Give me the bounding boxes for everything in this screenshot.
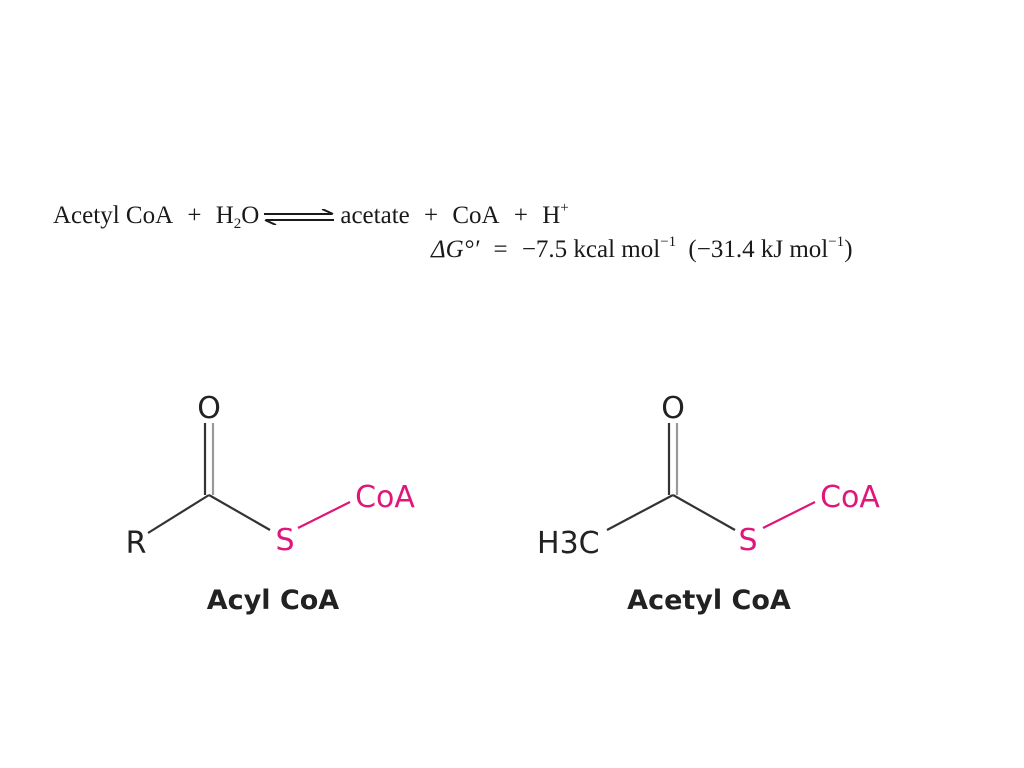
acetyl-coa-structure: O H3C S CoA xyxy=(535,385,895,565)
sulfur-label: S xyxy=(275,523,294,558)
equilibrium-arrow-icon xyxy=(264,208,335,227)
r-group-label: R xyxy=(126,526,147,561)
delta-g-kj: (−31.4 kJ mol−1) xyxy=(688,234,853,263)
acetyl-coa-caption: Acetyl CoA xyxy=(627,585,791,616)
acyl-coa-skeleton: O R S CoA xyxy=(126,391,416,561)
equation-line-2: ΔG°′ = −7.5 kcal mol−1 (−31.4 kJ mol−1) xyxy=(431,225,853,267)
methyl-group-label: H3C xyxy=(537,526,600,561)
plus-sign: + xyxy=(187,202,202,229)
reactant-water: H2O xyxy=(215,202,260,232)
acyl-coa-caption: Acyl CoA xyxy=(206,585,340,616)
r-c-bond xyxy=(147,494,210,534)
sulfur-label: S xyxy=(738,523,757,558)
coa-label: CoA xyxy=(820,480,880,515)
equals-sign: = xyxy=(493,236,508,263)
ch3-c-bond xyxy=(606,494,674,531)
oxygen-label: O xyxy=(661,391,685,426)
plus-sign: + xyxy=(423,202,439,229)
reactant-acetyl-coa: Acetyl CoA xyxy=(53,202,174,229)
product-proton: H+ xyxy=(542,200,569,229)
acyl-coa-structure: O R S CoA xyxy=(110,385,450,565)
delta-g-symbol: ΔG°′ xyxy=(431,236,480,263)
equation-line-1: Acetyl CoA + H2O acetate + CoA + H+ xyxy=(53,191,569,241)
c-s-bond xyxy=(208,494,271,531)
c-s-bond xyxy=(672,494,736,531)
coa-label: CoA xyxy=(355,480,415,515)
reaction-equation: Acetyl CoA + H2O acetate + CoA + H+ ΔG°′… xyxy=(53,191,993,271)
s-coa-bond xyxy=(762,501,816,529)
s-coa-bond xyxy=(297,501,351,529)
product-acetate: acetate xyxy=(340,202,410,229)
delta-g-kcal: −7.5 kcal mol−1 xyxy=(521,234,677,263)
acetyl-coa-skeleton: O H3C S CoA xyxy=(537,391,880,561)
product-coa: CoA xyxy=(452,202,500,229)
plus-sign: + xyxy=(513,202,528,229)
oxygen-label: O xyxy=(197,391,221,426)
